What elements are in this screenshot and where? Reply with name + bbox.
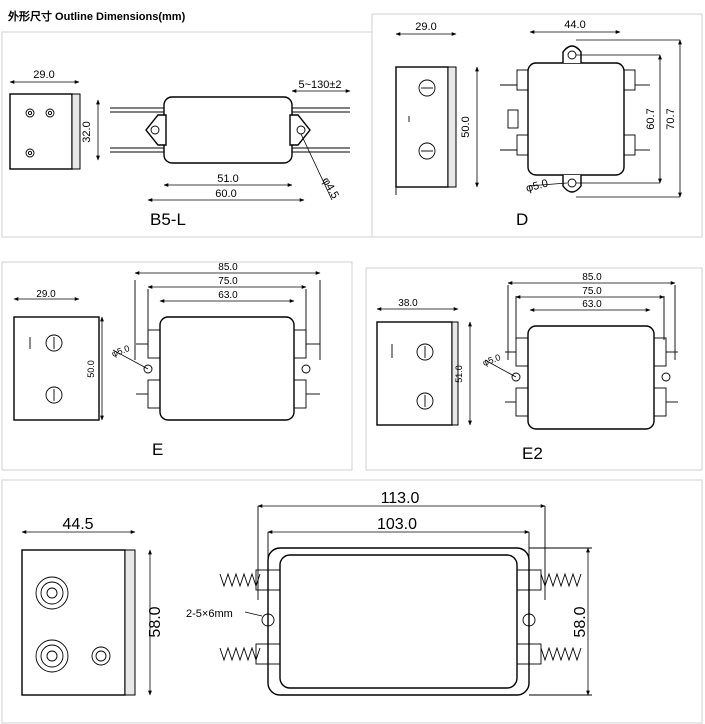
e-side-view: 29.0 50.0 [13,289,104,421]
large-side-width-label: 44.5 [62,516,93,533]
e2-w2-label: 75.0 [582,286,602,297]
b5l-model-label: B5-L [150,210,186,229]
large-side-view: 44.5 58.0 [21,516,164,696]
e2-front-view: 85.0 75.0 63.0 φ5.0 [481,272,678,430]
large-height-label: 58.0 [572,606,589,637]
d-height-outer-label: 70.7 [665,108,677,129]
large-outer-width-label: 113.0 [381,490,420,507]
e-front-view: 85.0 75.0 63.0 φ5.0 [110,262,321,421]
e2-model-label: E2 [522,444,543,463]
e-model-label: E [152,440,163,459]
e-w3-label: 63.0 [218,290,238,301]
b5l-inner-width-label: 51.0 [217,173,238,185]
e-side-width-label: 29.0 [36,289,56,300]
b5l-outer-width-label: 60.0 [215,188,236,200]
sheet-title: 外形尺寸 Outline Dimensions(mm) [7,9,186,23]
large-side-height-label: 58.0 [147,606,164,637]
e-w2-label: 75.0 [218,276,238,287]
e2-side-width-label: 38.0 [398,298,418,309]
large-front-view: 113.0 103.0 2-5×6mm 58.0 [186,490,592,696]
b5l-front-view: 32.0 5~130±2 51.0 60.0 φ4.5 [81,79,351,202]
e2-w3-label: 63.0 [582,299,602,310]
e2-w1-label: 85.0 [582,272,602,283]
d-side-height-label: 50.0 [460,116,472,137]
e-w1-label: 85.0 [218,262,238,273]
d-side-width-label: 29.0 [415,21,436,33]
large-inner-width-label: 103.0 [377,516,417,533]
b5l-side-view: 29.0 [9,69,81,170]
d-height-inner-label: 60.7 [645,108,657,129]
b5l-wire-label: 5~130±2 [298,79,341,91]
d-model-label: D [516,210,528,229]
e2-side-view: 38.0 51.0 [376,298,472,426]
b5l-side-width-label: 29.0 [33,69,54,81]
b5l-height-label: 32.0 [81,121,93,142]
large-slot-label: 2-5×6mm [186,608,233,620]
d-width-label: 44.0 [564,19,585,31]
d-hole-label: φ5.0 [525,177,550,194]
e-side-height-label: 50.0 [86,360,96,378]
d-front-view: 44.0 60.7 70.7 φ5.0 [500,19,682,198]
e2-side-height-label: 51.0 [454,365,464,383]
d-side-view: 29.0 50.0 [395,21,479,195]
